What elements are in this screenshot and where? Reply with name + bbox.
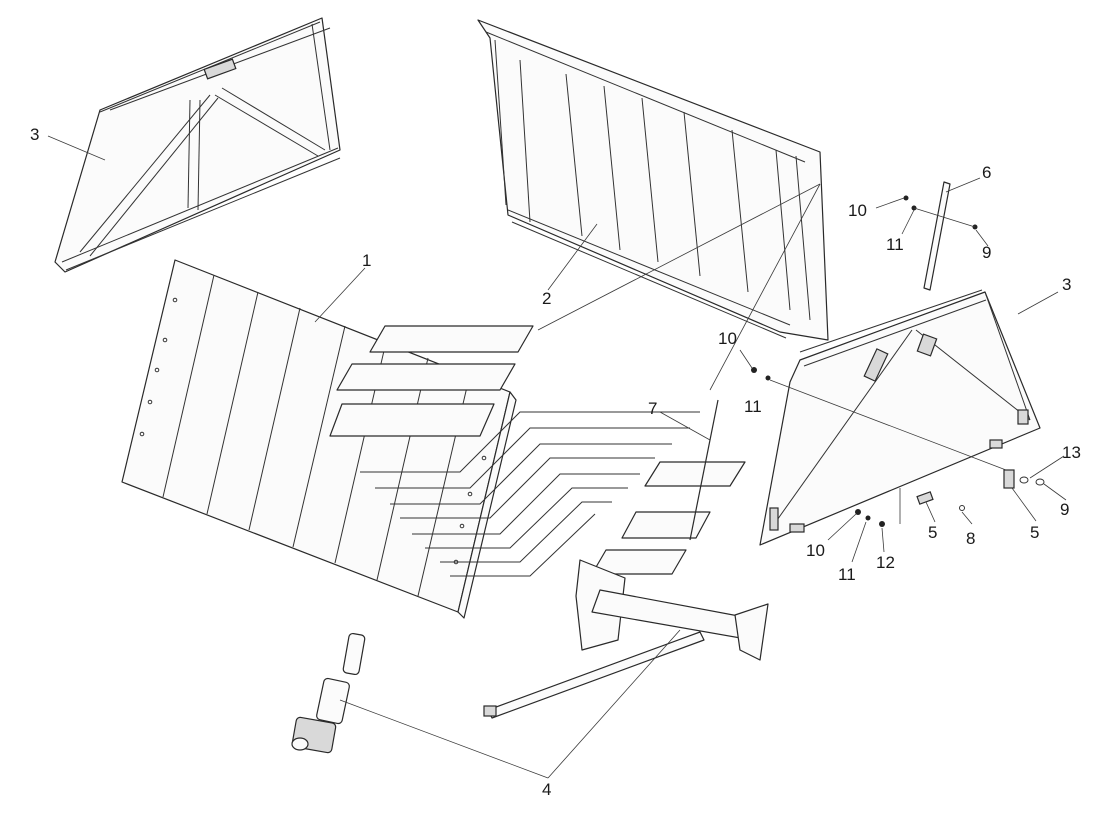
callout-8: 8 [966, 529, 975, 548]
part-6-rod [923, 181, 951, 291]
callout-5-right: 5 [1030, 523, 1039, 542]
part-4-mechanism [291, 559, 769, 754]
callout-11-top: 11 [886, 235, 904, 254]
callout-10-bottom: 10 [806, 541, 825, 560]
hardware-right [751, 195, 1045, 527]
part-3-left-frame [54, 17, 341, 273]
callout-6: 6 [982, 163, 991, 182]
callout-7: 7 [648, 399, 657, 418]
callout-3-left: 3 [30, 125, 39, 144]
callout-12: 12 [876, 553, 895, 572]
callout-5-left: 5 [928, 523, 937, 542]
callouts: 3 1 2 3 6 10 11 9 10 11 7 13 9 5 8 5 10 … [30, 125, 1081, 799]
part-1-floor-panel [121, 259, 517, 619]
part-7-bar [689, 399, 719, 541]
callout-10-top: 10 [848, 201, 867, 220]
callout-4: 4 [542, 780, 551, 799]
callout-13: 13 [1062, 443, 1081, 462]
callout-9-top: 9 [982, 243, 991, 262]
callout-1: 1 [362, 251, 371, 270]
callout-11-mid: 11 [744, 397, 762, 416]
callout-10-mid: 10 [718, 329, 737, 348]
callout-2: 2 [542, 289, 551, 308]
leader-lines [47, 135, 1067, 779]
part-2-rear-panel [477, 19, 829, 341]
part-3-right-frame [759, 289, 1041, 546]
callout-3-right: 3 [1062, 275, 1071, 294]
callout-9-bottom: 9 [1060, 500, 1069, 519]
step-boards [329, 325, 746, 577]
callout-11-bottom: 11 [838, 565, 856, 584]
